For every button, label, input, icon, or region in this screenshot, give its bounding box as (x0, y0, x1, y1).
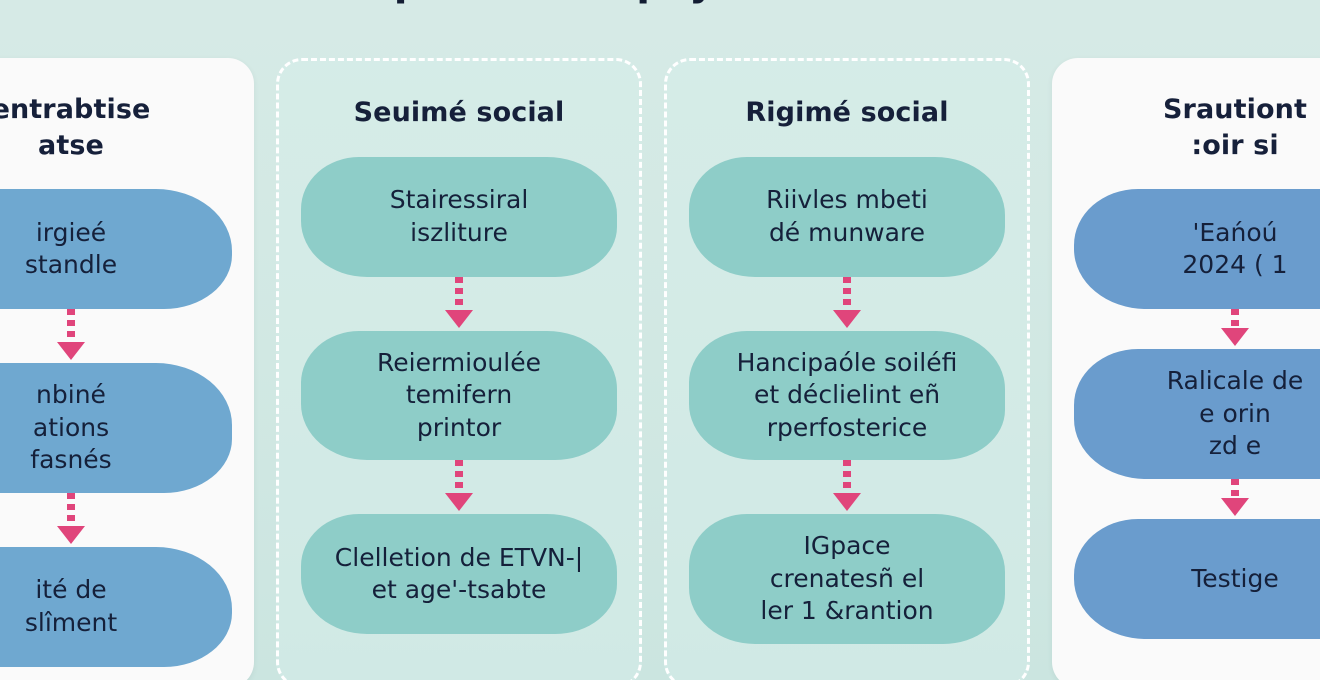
diagram-title-strip: processus psychosocial (0, 0, 1320, 12)
column-entrabtise: entrabtise atse irgieé standle nbiné ati… (0, 58, 254, 680)
column-title: Srautiont :oir si (1163, 94, 1307, 161)
arrow-stem (67, 309, 75, 344)
arrow-stem (843, 460, 851, 495)
arrow-head-icon (1221, 328, 1249, 347)
arrow-stem (1231, 478, 1239, 499)
step-box[interactable]: Testige (1074, 518, 1320, 639)
column-title: entrabtise atse (0, 94, 151, 161)
step-box[interactable]: Riivles mbeti dé munware (689, 156, 1005, 277)
step-box[interactable]: Ralicale de e orin zd e (1074, 349, 1320, 479)
arrow-stem (1231, 309, 1239, 330)
arrow-head-icon (833, 309, 861, 328)
arrow-connector (689, 460, 1005, 514)
column-title: Seuimé social (353, 97, 565, 128)
step-box[interactable]: irgieé standle (0, 189, 232, 310)
arrow-connector (1074, 478, 1320, 519)
step-box[interactable]: 'Eańoú 2024 ( 1 (1074, 189, 1320, 310)
arrow-head-icon (445, 309, 473, 328)
step-box[interactable]: Hancipaóle soiléfi et déclielint eñ rper… (689, 330, 1005, 461)
arrow-connector (301, 460, 617, 514)
arrow-connector (301, 276, 617, 331)
arrow-head-icon (1221, 497, 1249, 516)
arrow-head-icon (57, 342, 85, 361)
step-box[interactable]: IGpace crenatesñ el ler 1 &rantion (689, 514, 1005, 644)
column-title: Rigimé social (745, 97, 949, 128)
page-title: processus psychosocial (0, 0, 1320, 8)
step-box[interactable]: nbiné ations fasnés (0, 363, 232, 493)
step-box[interactable]: Stairessiral iszliture (301, 156, 617, 277)
column-rigime-social: Rigimé social Riivles mbeti dé munware H… (664, 58, 1030, 680)
column-seuime-social: Seuimé social Stairessiral iszliture Rei… (276, 58, 642, 680)
column-srautiont: Srautiont :oir si 'Eańoú 2024 ( 1 Ralica… (1052, 58, 1320, 680)
arrow-head-icon (57, 525, 85, 544)
arrow-stem (843, 276, 851, 311)
step-box[interactable]: Clelletion de ETVN-| et age'-tsabte (301, 514, 617, 635)
arrow-connector (1074, 309, 1320, 349)
column-container: entrabtise atse irgieé standle nbiné ati… (0, 58, 1320, 680)
arrow-connector (0, 492, 232, 547)
arrow-connector (689, 276, 1005, 331)
arrow-stem (455, 460, 463, 495)
arrow-connector (0, 309, 232, 363)
arrow-head-icon (445, 493, 473, 512)
step-box[interactable]: Reiermioulée temifern printor (301, 330, 617, 461)
step-box[interactable]: ité de slîment (0, 546, 232, 667)
arrow-stem (67, 492, 75, 527)
arrow-head-icon (833, 493, 861, 512)
arrow-stem (455, 276, 463, 311)
